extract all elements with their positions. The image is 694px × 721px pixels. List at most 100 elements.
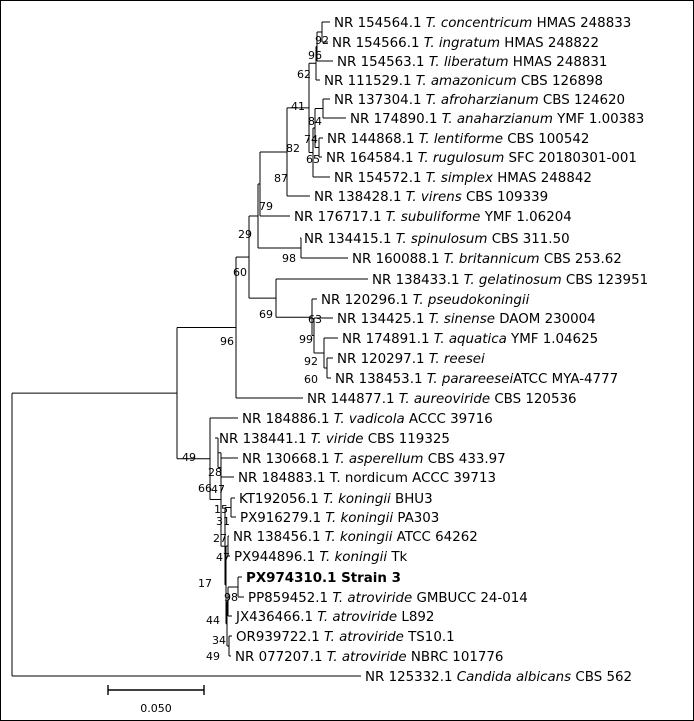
leaf-label-sp: T. aureoviride (399, 392, 490, 407)
leaf-label-post: YMF 1.04625 (507, 332, 598, 347)
leaf-label-post: HMAS 248842 (493, 171, 592, 186)
leaf-label-sp: T. liberatum (429, 55, 509, 70)
bootstrap-value: 99 (299, 333, 313, 346)
leaf-label-pre: NR 184886.1 (242, 412, 334, 427)
bootstrap-value: 96 (308, 49, 322, 62)
bootstrap-value: 44 (206, 614, 220, 627)
leaf-label-sp: T. pseudokoningii (413, 293, 530, 308)
bootstrap-value: 47 (211, 483, 225, 496)
leaf-label-post: HMAS 248831 (509, 55, 608, 70)
bootstrap-value: 69 (259, 308, 273, 321)
leaf-label: PX944896.1 T. koningii Tk (234, 550, 408, 565)
bootstrap-value: 79 (259, 200, 273, 213)
bootstrap-value: 17 (198, 577, 212, 590)
leaf-label: JX436466.1 T. atroviride L892 (235, 610, 434, 625)
leaf-label-pre: NR 176717.1 (294, 210, 386, 225)
leaf-label-post: BHU3 (391, 492, 433, 507)
leaf-label-post: YMF 1.06204 (480, 210, 571, 225)
leaf-label-pre: JX436466.1 (235, 610, 317, 625)
leaf-label-post: CBS 100542 (503, 132, 589, 147)
leaf-label-post: TS10.1 (404, 630, 455, 645)
leaf-label: NR 144868.1 T. lentiforme CBS 100542 (327, 132, 589, 147)
leaf-label-pre: NR 134415.1 (304, 232, 396, 247)
leaf-label: NR 137304.1 T. afroharzianum CBS 124620 (334, 93, 625, 108)
leaf-label: PP859452.1 T. atroviride GMBUCC 24-014 (248, 591, 528, 606)
leaf-label: NR 164584.1 T. rugulosum SFC 20180301-00… (326, 151, 637, 166)
leaf-label-sp: T. virens (406, 190, 462, 205)
bootstrap-value: 47 (216, 551, 230, 564)
bootstrap-value: 63 (308, 313, 322, 326)
leaf-label-post: HMAS 248822 (500, 36, 599, 51)
leaf-label-sp: T. asperellum (334, 452, 424, 467)
leaf-label-pre: NR 160088.1 (352, 252, 444, 267)
leaf-label-post: L892 (397, 610, 434, 625)
leaf-label: NR 077207.1 T. atroviride NBRC 101776 (235, 650, 503, 665)
bootstrap-value: 62 (297, 68, 311, 81)
leaf-label: NR 138433.1 T. gelatinosum CBS 123951 (372, 273, 648, 288)
bootstrap-value: 41 (291, 100, 305, 113)
bootstrap-value: 92 (304, 355, 318, 368)
tree-branches (11, 21, 368, 677)
bootstrap-value: 60 (304, 373, 318, 386)
leaf-label: OR939722.1 T. atroviride TS10.1 (236, 630, 455, 645)
bootstrap-value: 31 (216, 515, 230, 528)
leaf-label: NR 176717.1 T. subuliforme YMF 1.06204 (294, 210, 572, 225)
leaf-label-post: CBS 123951 (562, 273, 648, 288)
leaf-label-post: DAOM 230004 (495, 312, 596, 327)
leaf-label-sp: T. sinense (429, 312, 495, 327)
leaf-label-pre: NR 164584.1 (326, 151, 418, 166)
leaf-label: NR 120296.1 T. pseudokoningii (321, 293, 530, 308)
leaf-label-post: CBS 124620 (539, 93, 625, 108)
leaf-label: PX974310.1 Strain 3 (246, 571, 401, 586)
leaf-label-pre: NR 138441.1 (219, 432, 311, 447)
leaf-label-pre: NR 174891.1 (342, 332, 434, 347)
leaf-label-sp: T. atroviride (324, 630, 404, 645)
leaf-label: NR 144877.1 T. aureoviride CBS 120536 (307, 392, 577, 407)
leaf-label: NR 184883.1 T. nordicum ACCC 39713 (238, 471, 496, 486)
leaf-label-post: NBRC 101776 (407, 650, 504, 665)
leaf-label-sp: T. subuliforme (386, 210, 481, 225)
leaf-label-post: CBS 311.50 (487, 232, 569, 247)
leaf-label-pre: NR 144877.1 (307, 392, 399, 407)
bootstrap-value: 84 (308, 115, 322, 128)
leaf-label-sp: T. anaharzianum (442, 112, 553, 127)
bootstrap-value: 92 (315, 34, 329, 47)
leaf-label-post: HMAS 248833 (532, 16, 631, 31)
leaf-label-post: CBS 120536 (490, 392, 576, 407)
leaf-label-post: ACCC 39716 (405, 412, 493, 427)
leaf-label-sp: T. atroviride (317, 610, 397, 625)
leaf-label-pre: NR 077207.1 (235, 650, 327, 665)
leaf-labels: NR 154564.1 T. concentricum HMAS 248833N… (219, 16, 648, 685)
leaf-label-sp: T. koningii (325, 511, 393, 526)
leaf-label-post: SFC 20180301-001 (504, 151, 637, 166)
leaf-label-post: CBS 253.62 (540, 252, 622, 267)
leaf-label: NR 138453.1 T. parareeseiATCC MYA-4777 (335, 372, 618, 387)
leaf-label-sp: T. gelatinosum (464, 273, 562, 288)
leaf-label-pre: PX944896.1 (234, 550, 319, 565)
bootstrap-value: 34 (212, 634, 226, 647)
leaf-label-pre: KT192056.1 (239, 492, 323, 507)
leaf-label-post: GMBUCC 24-014 (412, 591, 528, 606)
leaf-label: NR 125332.1 Candida albicans CBS 562 (365, 670, 632, 685)
leaf-label-pre: NR 154564.1 (334, 16, 426, 31)
leaf-label-post: ATCC 64262 (392, 530, 477, 545)
leaf-label-pre: NR 125332.1 (365, 670, 457, 685)
leaf-label: NR 138428.1 T. virens CBS 109339 (314, 190, 548, 205)
leaf-label: NR 130668.1 T. asperellum CBS 433.97 (242, 452, 506, 467)
leaf-label-sp: T. lentiforme (419, 132, 503, 147)
bootstrap-value: 60 (233, 266, 247, 279)
leaf-label-sp: T. spinulosum (396, 232, 488, 247)
leaf-label-post: CBS 126898 (517, 74, 603, 89)
leaf-label-pre: NR 154563.1 (337, 55, 429, 70)
leaf-label-sp: T. atroviride (327, 650, 407, 665)
leaf-label: NR 160088.1 T. britannicum CBS 253.62 (352, 252, 622, 267)
leaf-label-sp: T. afroharzianum (426, 93, 539, 108)
leaf-label: NR 174891.1 T. aquatica YMF 1.04625 (342, 332, 598, 347)
bootstrap-value: 96 (220, 335, 234, 348)
leaf-label-pre: OR939722.1 (236, 630, 324, 645)
bootstrap-value: 29 (238, 228, 252, 241)
bootstrap-value: 49 (206, 650, 220, 663)
leaf-label: KT192056.1 T. koningii BHU3 (239, 492, 433, 507)
leaf-label-pre: NR 138453.1 (335, 372, 427, 387)
